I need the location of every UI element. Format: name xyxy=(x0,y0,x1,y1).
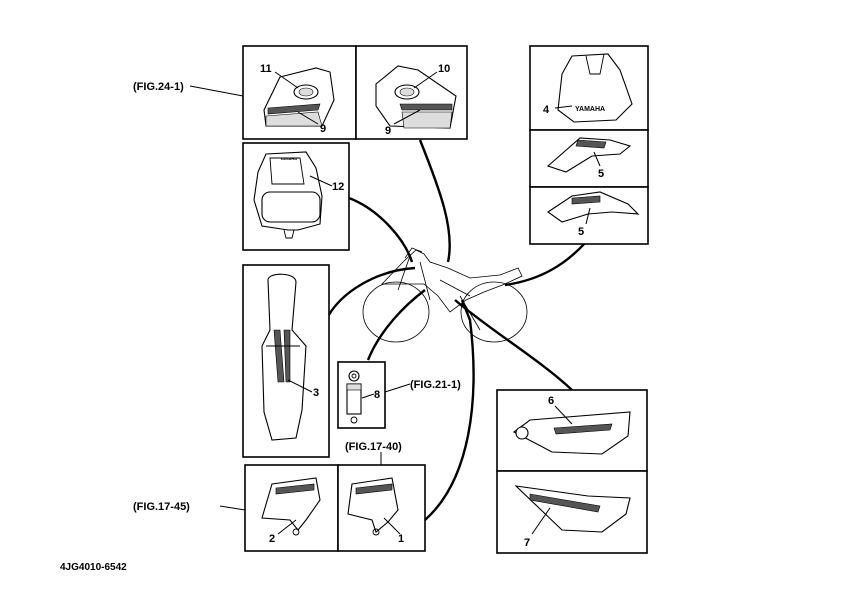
connector-radiator xyxy=(424,299,475,521)
fender-vent xyxy=(585,53,605,75)
callout-12: 12 xyxy=(332,181,344,193)
leader-fig-24-1 xyxy=(189,85,244,97)
callout-6: 6 xyxy=(548,395,554,407)
shroud-left-stripe xyxy=(267,103,321,115)
ref-fig-17-45: (FIG.17-45) xyxy=(133,501,190,513)
radiator-panel: 2 1 (FIG.17-45) (FIG.17-40) xyxy=(133,441,426,552)
bike-handlebar xyxy=(404,247,423,259)
shock-bottom-eye xyxy=(350,416,358,424)
leader-9b xyxy=(393,109,421,125)
shock-top-eye xyxy=(348,370,360,382)
connector-headlight xyxy=(348,196,414,263)
graphic-upper-stripe xyxy=(575,139,607,149)
leader-3 xyxy=(287,379,313,393)
connector-fender xyxy=(504,241,587,287)
leader-fig-17-45 xyxy=(219,505,246,511)
front-wheel xyxy=(362,281,430,343)
diagram-code: 4JG4010-6542 xyxy=(60,562,127,573)
leader-2 xyxy=(277,519,297,535)
shroud-right-lower xyxy=(401,111,453,129)
leader-8 xyxy=(361,393,375,399)
fender-graphic-lower xyxy=(547,191,640,223)
leader-11 xyxy=(274,71,299,89)
callout-11: 11 xyxy=(260,63,272,75)
seat-stripe-2 xyxy=(283,329,291,383)
connector-tank xyxy=(418,139,451,263)
callout-9a: 9 xyxy=(320,123,326,135)
bike-body xyxy=(381,249,523,313)
connector-lines xyxy=(323,139,587,521)
rear-wheel xyxy=(460,281,528,343)
seat-stripe-1 xyxy=(273,329,285,383)
connector-seat xyxy=(323,266,416,323)
ref-fig-24-1: (FIG.24-1) xyxy=(133,81,184,93)
leader-5a xyxy=(593,151,601,167)
fender-logo: YAMAHA xyxy=(575,106,605,113)
callout-4: 4 xyxy=(543,104,550,116)
emblem-left-inner xyxy=(298,87,314,97)
seat xyxy=(261,273,307,441)
radiator-right-stripe xyxy=(355,483,393,495)
leader-4 xyxy=(554,105,573,109)
side-cover-grommet xyxy=(515,426,529,440)
callout-8: 8 xyxy=(374,389,380,401)
leader-6 xyxy=(554,405,573,425)
headlight-logo: YAMAHA xyxy=(280,156,297,161)
callout-2: 2 xyxy=(269,533,275,545)
shroud-right-stripe xyxy=(399,103,453,111)
headlight-tab xyxy=(283,229,295,239)
bike-frame xyxy=(397,255,481,331)
ref-fig-21-1: (FIG.21-1) xyxy=(410,379,461,391)
connector-sidecover xyxy=(454,299,573,391)
leader-7 xyxy=(531,507,551,535)
callout-9b: 9 xyxy=(385,125,391,137)
motorcycle-outline xyxy=(362,247,528,343)
connector-shock xyxy=(366,289,426,361)
side-cover-upper-stripe xyxy=(553,423,613,435)
leader-9a xyxy=(297,111,319,125)
emblem-right-inner xyxy=(399,87,415,97)
leader-10 xyxy=(413,71,438,89)
graphic-lower-stripe xyxy=(571,195,601,205)
radiator-left-bolt xyxy=(292,528,300,536)
headlight-panel: YAMAHA 12 xyxy=(242,142,350,251)
leader-1 xyxy=(383,517,401,535)
shock-panel: 8 (FIG.21-1) xyxy=(337,361,461,429)
radiator-left-stripe xyxy=(275,483,315,495)
callout-3: 3 xyxy=(313,387,319,399)
side-cover-lower-stripe xyxy=(529,493,601,513)
leader-5b xyxy=(585,207,591,225)
ref-fig-17-40: (FIG.17-40) xyxy=(345,441,402,453)
callout-7: 7 xyxy=(524,537,530,549)
leader-fig-21-1 xyxy=(384,383,411,393)
leader-12 xyxy=(309,175,333,187)
headlight-opening xyxy=(261,191,321,223)
fender-graphic-upper xyxy=(546,137,632,173)
radiator-right-bolt xyxy=(372,528,380,536)
shock-top-eye-inner xyxy=(351,373,357,379)
seat-panel: 3 xyxy=(242,264,330,458)
callout-1: 1 xyxy=(398,533,404,545)
callout-10: 10 xyxy=(438,63,450,75)
fender-panel: YAMAHA 4 5 5 xyxy=(529,45,649,245)
front-fender xyxy=(557,53,633,123)
headlight-top-panel xyxy=(269,157,305,185)
callout-5a: 5 xyxy=(598,168,604,180)
tank-shroud-panel: 11 10 9 9 (FIG.24-1) xyxy=(133,45,468,140)
sidecover-panel: 6 7 xyxy=(496,389,648,554)
shock-reservoir xyxy=(346,383,362,391)
callout-5b: 5 xyxy=(578,226,584,238)
